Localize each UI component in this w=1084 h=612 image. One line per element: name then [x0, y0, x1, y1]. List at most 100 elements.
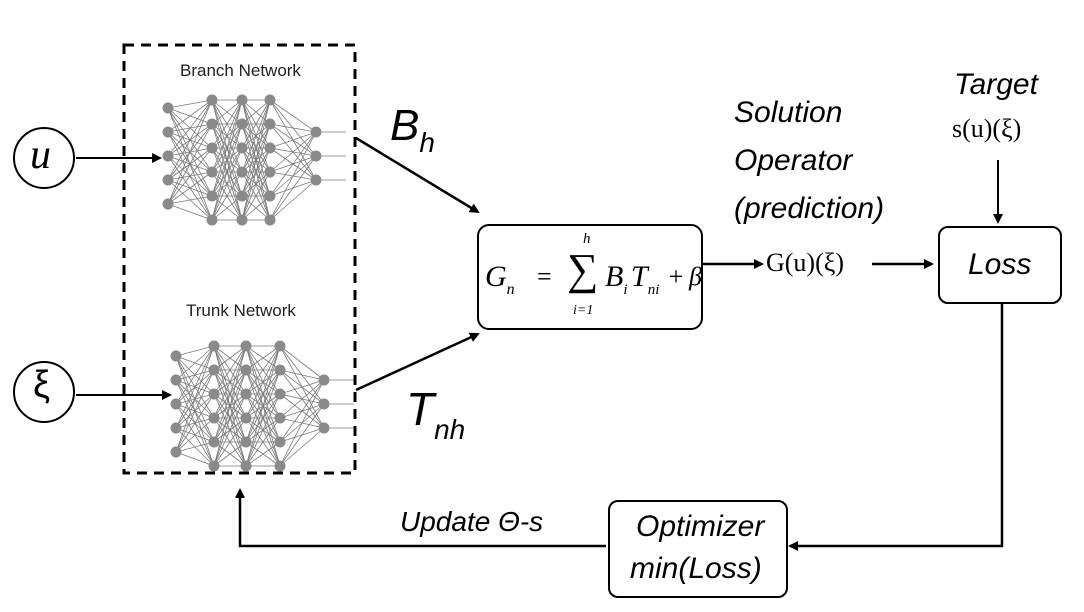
- branch-edge: [211, 99, 243, 173]
- trunk-neuron: [170, 422, 182, 434]
- branch-neuron: [236, 190, 248, 202]
- branch-neuron: [264, 190, 276, 202]
- trunk-edge: [213, 345, 247, 419]
- trunk-edge: [245, 345, 281, 467]
- branch-edge: [241, 99, 271, 221]
- trunk-edge: [213, 345, 247, 395]
- branch-edge: [211, 99, 243, 125]
- trunk-edge: [175, 345, 215, 429]
- branch-to-formula-arrow: [355, 136, 480, 214]
- branch-neuron: [264, 118, 276, 130]
- branch-edge: [211, 171, 243, 221]
- trunk-edge: [245, 345, 281, 443]
- optimizer-to-networks-line: [235, 488, 606, 548]
- trunk-neuron: [208, 412, 220, 424]
- formula-sigma: ∑: [567, 245, 599, 294]
- branch-edge: [269, 179, 317, 221]
- trunk-neuron: [274, 388, 286, 400]
- trunk-neuron: [274, 412, 286, 424]
- branch-network-graphic: [162, 94, 346, 226]
- branch-edge: [241, 171, 271, 221]
- trunk-neuron: [208, 340, 220, 352]
- formula-plus-beta: + β: [667, 262, 702, 291]
- trunk-edge: [279, 427, 325, 467]
- solution-operator-line3: (prediction): [734, 192, 885, 225]
- branch-neuron: [206, 190, 218, 202]
- trunk-neuron: [318, 398, 330, 410]
- trunk-neuron: [208, 388, 220, 400]
- trunk-edge: [279, 403, 325, 467]
- trunk-network-title: Trunk Network: [186, 301, 296, 320]
- trunk-neuron: [274, 460, 286, 472]
- trunk-neuron: [170, 446, 182, 458]
- trunk-edge: [279, 379, 325, 395]
- branch-edge: [241, 123, 271, 221]
- branch-neuron: [236, 166, 248, 178]
- optimizer-line1: Optimizer: [636, 510, 765, 543]
- formula-equals: =: [537, 262, 552, 291]
- trunk-edge: [213, 441, 247, 467]
- formula-term-b: Bi: [605, 260, 628, 298]
- formula-box: Gn = h ∑ i=1 Bi Tni + β: [477, 224, 703, 330]
- trunk-edge: [175, 345, 215, 405]
- trunk-neuron: [208, 436, 220, 448]
- trunk-edge: [213, 393, 247, 467]
- branch-edge: [241, 99, 271, 197]
- branch-edge: [167, 171, 213, 205]
- trunk-edge: [175, 345, 215, 453]
- branch-output-label: Bh: [390, 101, 435, 158]
- trunk-edge: [175, 441, 215, 453]
- branch-edge: [211, 99, 243, 149]
- branch-neuron: [206, 214, 218, 226]
- branch-edge: [211, 195, 243, 221]
- update-label: Update Θ-s: [400, 506, 544, 537]
- solution-operator-line1: Solution: [734, 96, 843, 129]
- branch-edge: [241, 147, 271, 221]
- trunk-edge: [213, 345, 247, 371]
- branch-neuron: [264, 142, 276, 154]
- branch-edge: [241, 99, 271, 173]
- trunk-edge: [245, 441, 281, 467]
- branch-edge: [211, 147, 243, 221]
- branch-edge: [167, 99, 213, 157]
- branch-edge: [269, 155, 317, 221]
- trunk-neuron: [240, 364, 252, 376]
- input-u-circle: [13, 127, 75, 189]
- prediction-expression: G(u)(ξ): [766, 248, 844, 277]
- branch-edge: [211, 99, 243, 197]
- trunk-edge: [175, 393, 215, 453]
- trunk-neuron: [208, 460, 220, 472]
- trunk-output-label: Tnh: [406, 383, 466, 445]
- branch-edge: [269, 99, 317, 133]
- trunk-neuron: [274, 436, 286, 448]
- trunk-edge: [175, 369, 215, 453]
- trunk-neuron: [208, 364, 220, 376]
- branch-edge: [269, 131, 317, 197]
- branch-edge: [167, 123, 213, 205]
- branch-neuron: [206, 118, 218, 130]
- trunk-edge: [213, 369, 247, 467]
- branch-neuron: [206, 142, 218, 154]
- branch-neuron: [162, 126, 174, 138]
- trunk-neuron: [240, 460, 252, 472]
- branch-edge: [167, 99, 213, 109]
- branch-edge: [269, 131, 317, 173]
- trunk-neuron: [240, 388, 252, 400]
- trunk-edge: [245, 345, 281, 419]
- trunk-neuron: [274, 364, 286, 376]
- solution-operator-line2: Operator: [734, 144, 853, 177]
- trunk-edge: [175, 345, 215, 381]
- loss-box: Loss: [938, 226, 1062, 304]
- branch-neuron: [162, 198, 174, 210]
- trunk-edge: [245, 393, 281, 467]
- trunk-neuron: [170, 350, 182, 362]
- trunk-neuron: [170, 374, 182, 386]
- trunk-edge: [213, 345, 247, 443]
- formula-term-t: Tni: [631, 260, 660, 298]
- branch-edge: [269, 123, 317, 133]
- trunk-edge: [245, 417, 281, 467]
- input-u-label: u: [30, 132, 51, 178]
- branch-network-title: Branch Network: [180, 61, 301, 80]
- branch-edge: [167, 99, 213, 181]
- branch-edge: [167, 99, 213, 205]
